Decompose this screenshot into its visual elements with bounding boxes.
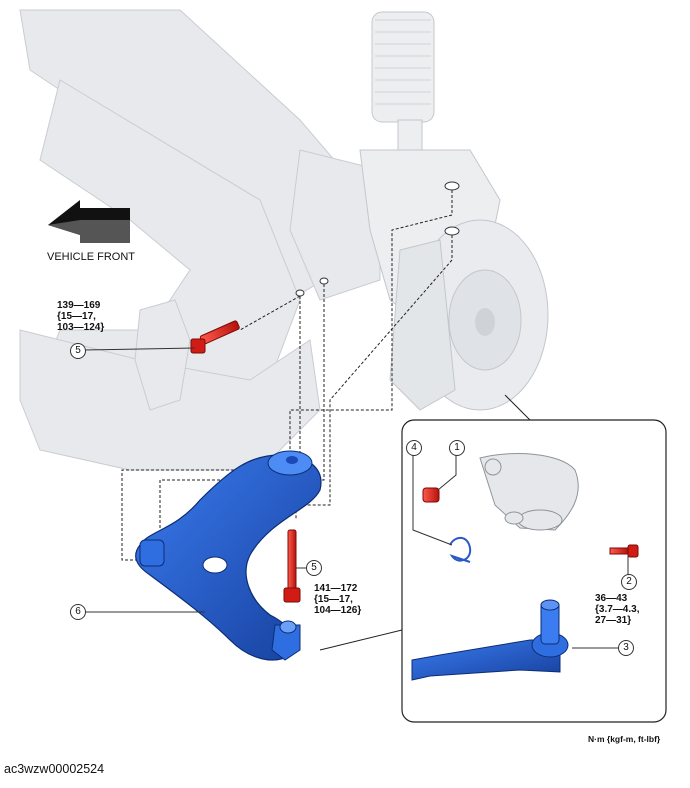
callout-4: 4 <box>406 440 422 456</box>
torque-spec-nut: 36—43 {3.7—4.3, 27—31} <box>595 593 640 626</box>
callout-5-front: 5 <box>306 560 322 576</box>
knuckle-part <box>479 453 579 531</box>
vehicle-front-label: VEHICLE FRONT <box>47 251 136 263</box>
detail-inset-frame <box>319 394 667 723</box>
ball-joint-part <box>411 599 569 681</box>
callout-6: 6 <box>70 604 86 620</box>
callout-leaders <box>83 347 629 649</box>
figure-id-caption: ac3wzw00002524 <box>4 762 105 776</box>
ghost-subframe <box>19 9 381 471</box>
callout-5-rear: 5 <box>70 343 86 359</box>
inset-bolt-part <box>609 544 639 558</box>
bolt-front-part <box>283 529 301 603</box>
vehicle-front-arrow-icon <box>48 200 130 243</box>
torque-spec-rear-bolt: 139—169 {15—17, 103—124} <box>57 300 105 333</box>
units-label: N·m {kgf-m, ft-lbf} <box>588 734 661 744</box>
cotter-clip-part <box>449 536 472 563</box>
callout-2: 2 <box>621 574 637 590</box>
lower-arm-part <box>135 450 322 661</box>
washer-icons <box>295 181 460 297</box>
nut-part <box>422 487 440 503</box>
callout-1: 1 <box>449 440 465 456</box>
bolt-rear-part <box>190 320 240 354</box>
ghost-brake-disc <box>389 219 549 411</box>
callout-3: 3 <box>618 640 634 656</box>
torque-spec-front-bolt: 141—172 {15—17, 104—126} <box>314 583 362 616</box>
